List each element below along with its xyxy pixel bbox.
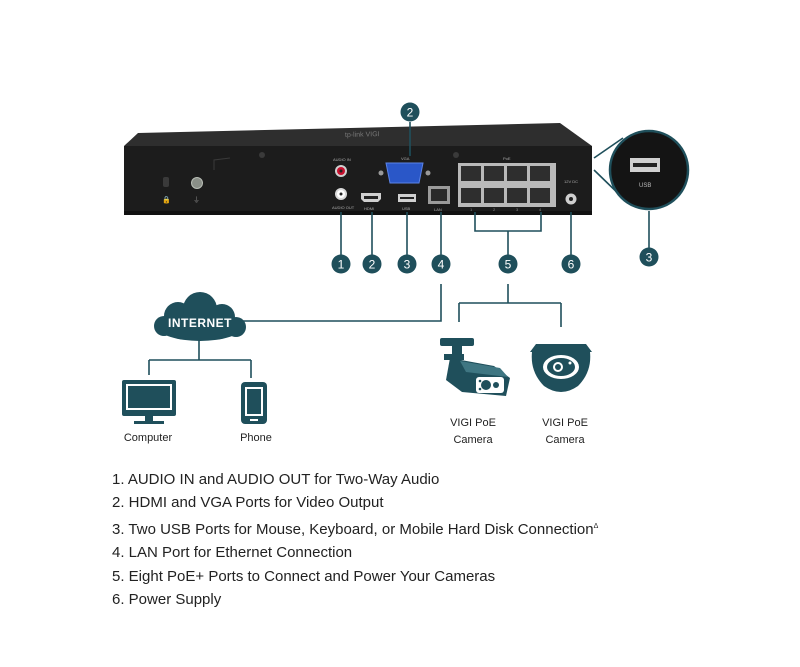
callout-marker-2-top	[400, 102, 420, 122]
vga-label: VGA	[401, 156, 410, 161]
phone-caption: Phone	[240, 432, 272, 444]
computer-caption: Computer	[123, 432, 173, 444]
ground-icon: ⏚	[193, 196, 200, 204]
poe-number-2: 2	[493, 207, 496, 212]
poe-number-1: 1	[470, 207, 473, 212]
ground-screw	[191, 177, 203, 189]
usb-zoom-label: USB	[639, 183, 651, 189]
callout-marker-3-zoom	[639, 247, 659, 267]
callout-number-2: 2	[369, 258, 376, 272]
vga-port	[385, 162, 424, 184]
lan-label: LAN	[434, 207, 442, 212]
callout-lines	[340, 122, 650, 255]
poe-label: PoE	[503, 156, 511, 161]
nvr-device: tp-link VIGI 🔒 ⏚ AUDIO IN AUDIO OUT VGA …	[124, 123, 592, 215]
legend-item-6: 6. Power Supply	[112, 591, 222, 609]
hdmi-label: HDMI	[364, 206, 374, 211]
computer-icon	[122, 380, 176, 424]
turret-camera-icon	[530, 344, 592, 392]
turret-camera-caption-line2: Camera	[545, 434, 585, 446]
turret-camera-caption: VIGI PoE Camera	[505, 415, 625, 449]
callout-marker-3	[397, 254, 417, 274]
bullet-camera-caption-line2: Camera	[453, 434, 493, 446]
usb-label: USB	[402, 206, 411, 211]
callout-number-3: 3	[404, 258, 411, 272]
network-lines	[148, 284, 562, 378]
callout-number-3-zoom: 3	[646, 251, 653, 265]
callout-number-1: 1	[338, 258, 345, 272]
bullet-camera-caption: VIGI PoE Camera	[413, 415, 533, 449]
callout-number-5: 5	[505, 258, 512, 272]
legend-item-5: 5. Eight PoE+ Ports to Connect and Power…	[112, 567, 496, 585]
callout-marker-5	[498, 254, 518, 274]
legend-item-2: 2. HDMI and VGA Ports for Video Output	[112, 494, 384, 512]
internet-label: INTERNET	[168, 316, 232, 330]
internet-cloud	[154, 292, 246, 341]
bullet-camera-icon	[440, 338, 510, 396]
legend-footnote-mark: Δ	[593, 522, 599, 530]
callout-number-6: 6	[568, 258, 575, 272]
callout-marker-1	[331, 254, 351, 274]
turret-camera-caption-line1: VIGI PoE	[542, 417, 588, 429]
poe-number-4: 4	[539, 207, 542, 212]
bullet-camera-caption-line1: VIGI PoE	[450, 417, 496, 429]
callout-marker-6	[561, 254, 581, 274]
poe-ports	[461, 166, 550, 203]
callout-number-4: 4	[438, 258, 445, 272]
audio-out-label: AUDIO OUT	[332, 205, 355, 210]
power-label: 12V DC	[564, 179, 578, 184]
callout-marker-2	[362, 254, 382, 274]
callout-markers: 2 1 2 3 4 5 6 3	[331, 102, 659, 274]
feature-legend: 1. AUDIO IN and AUDIO OUT for Two-Way Au…	[112, 468, 598, 611]
callout-marker-4	[431, 254, 451, 274]
lock-slot	[163, 177, 169, 187]
callout-number-2-top: 2	[407, 106, 414, 120]
phone-icon	[241, 382, 267, 424]
poe-number-3: 3	[516, 207, 519, 212]
brand-logo: tp-link VIGI	[345, 131, 380, 139]
legend-item-1: 1. AUDIO IN and AUDIO OUT for Two-Way Au…	[112, 471, 440, 488]
legend-item-3: 3. Two USB Ports for Mouse, Keyboard, or…	[112, 520, 599, 538]
usb-zoom: USB	[593, 129, 690, 211]
lock-icon: 🔒	[162, 196, 171, 204]
audio-in-label: AUDIO IN	[333, 157, 351, 162]
legend-item-4: 4. LAN Port for Ethernet Connection	[112, 544, 353, 562]
